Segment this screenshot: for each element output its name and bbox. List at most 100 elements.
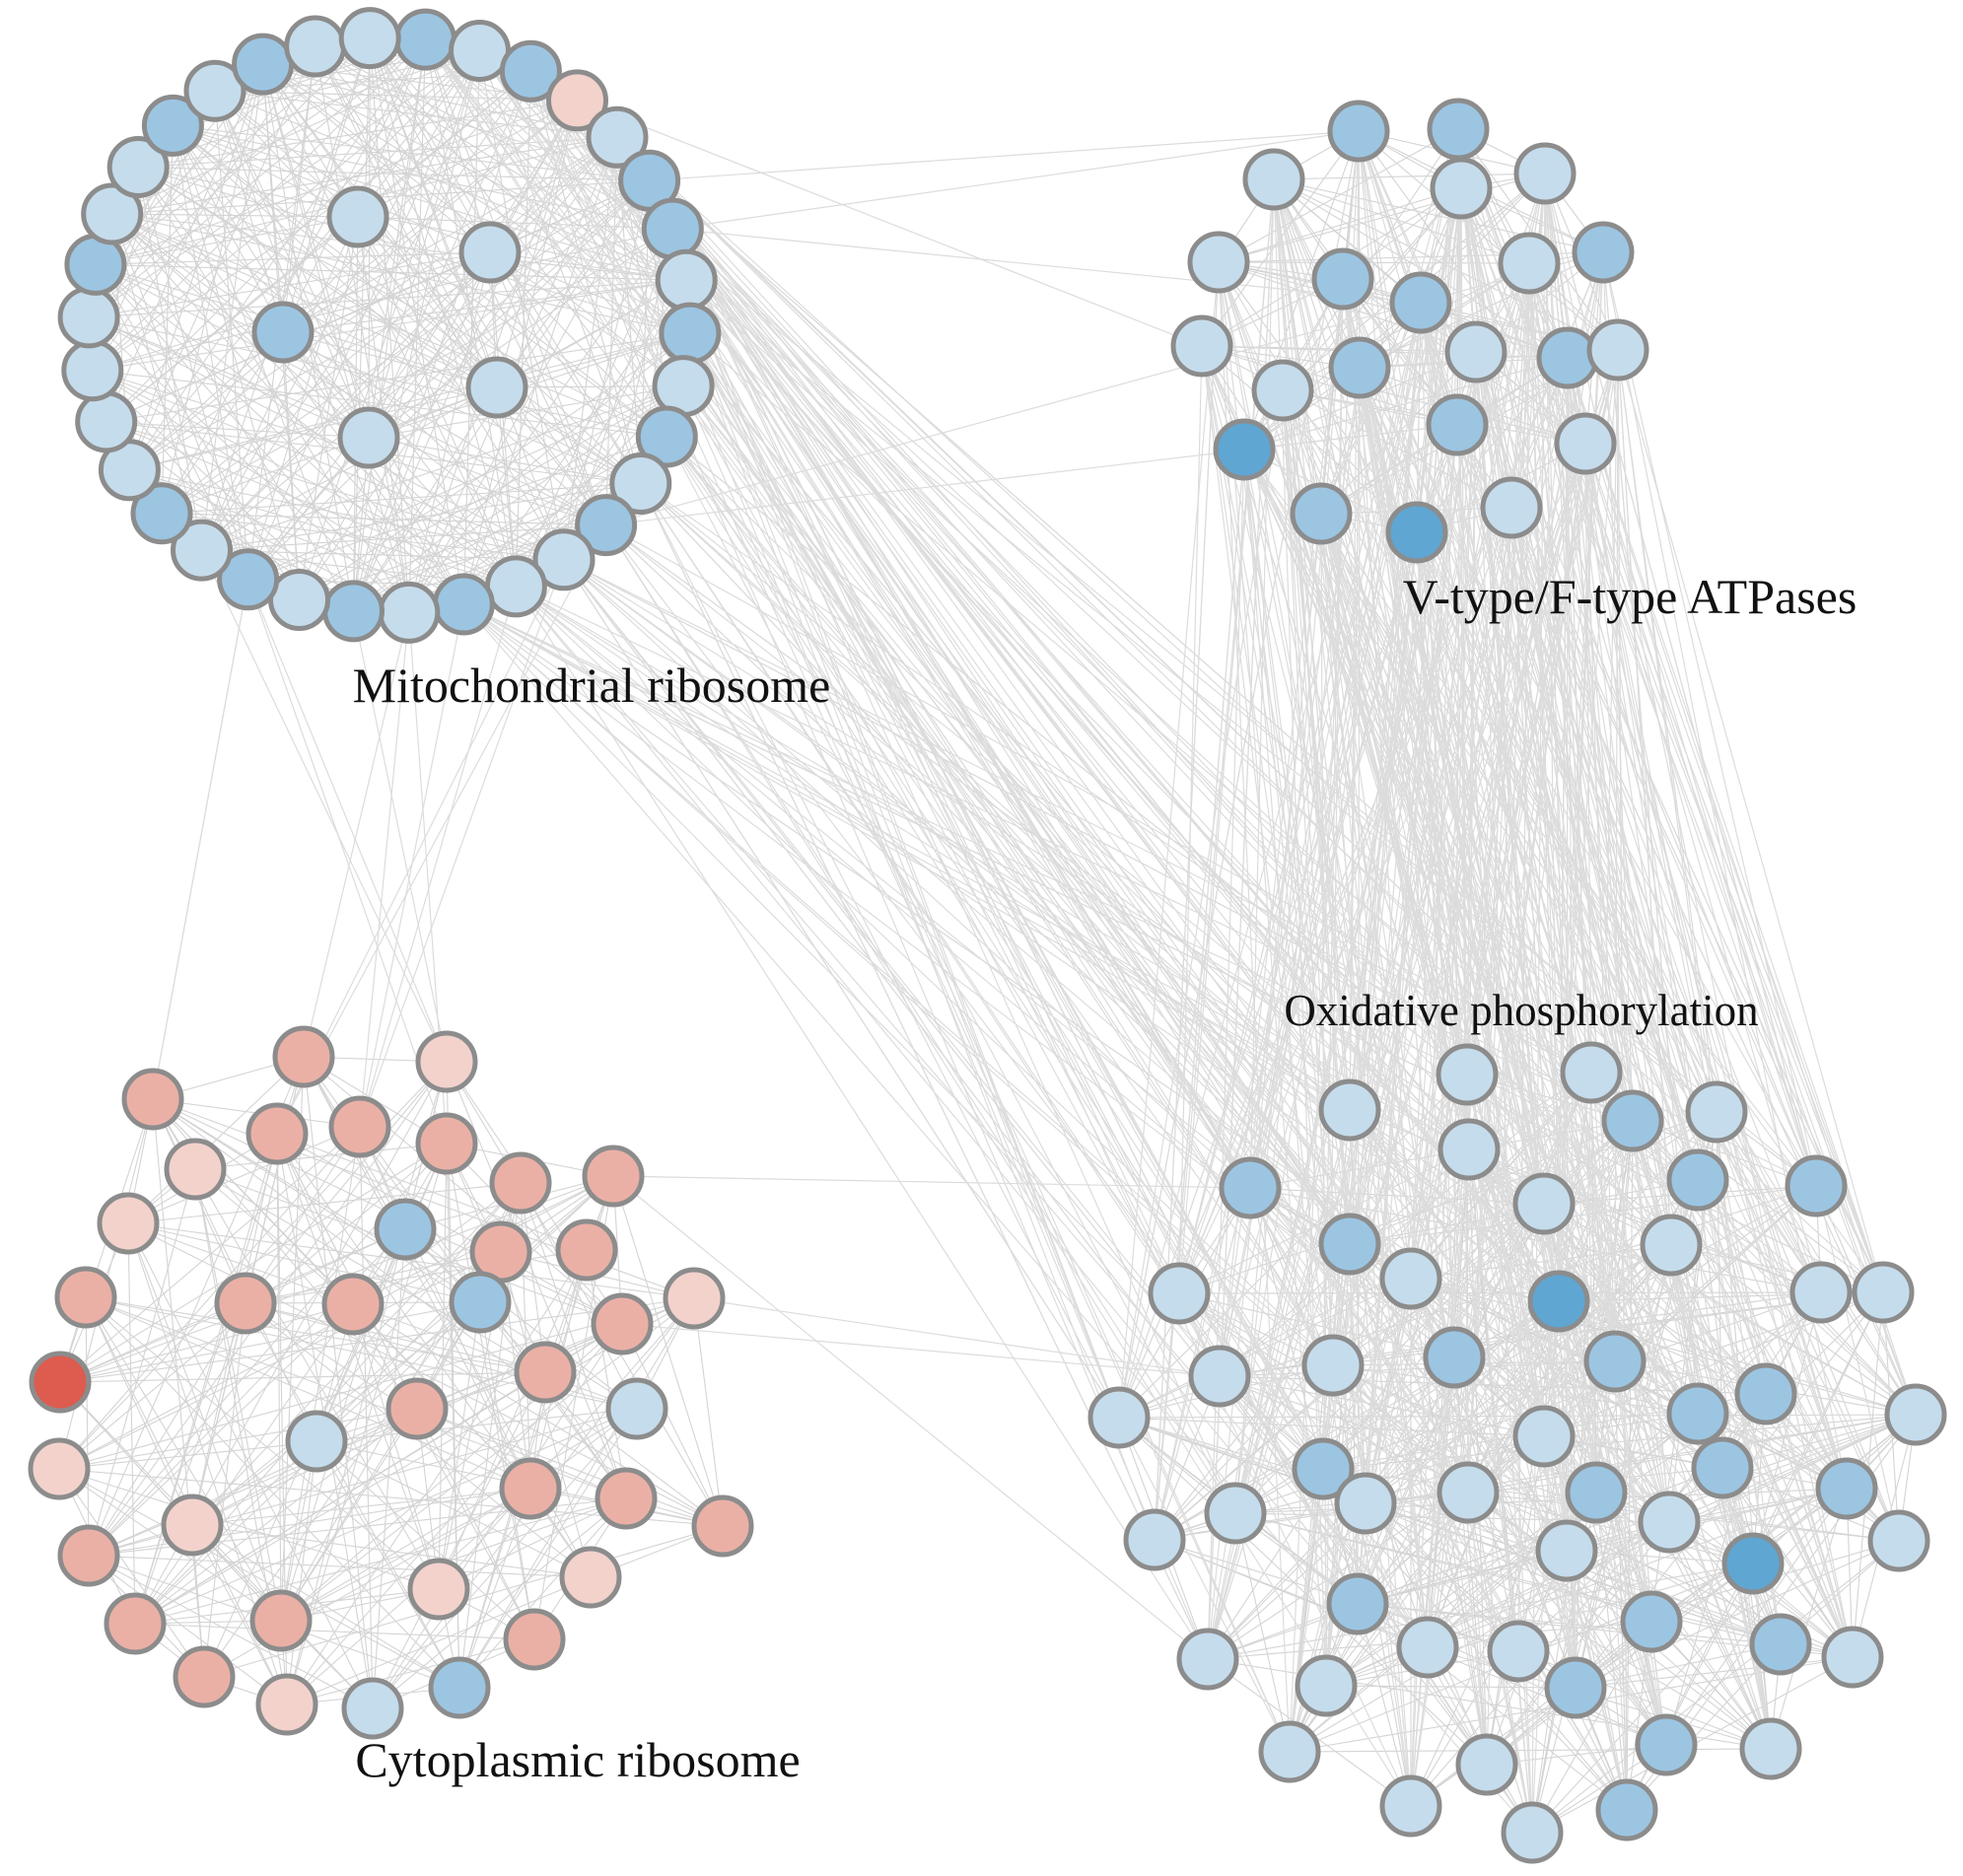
mito-oxphos-edge	[425, 38, 1351, 1245]
mito-ribosome-node	[106, 136, 170, 198]
mito-ribosome-node	[141, 94, 204, 157]
vf-atpase-node	[1327, 100, 1390, 163]
mito-oxphos-edge	[640, 483, 1822, 1293]
mito-edge	[424, 38, 607, 525]
mito-oxphos-edge	[649, 179, 1519, 1652]
cyto-ribosome-node	[328, 1095, 391, 1158]
cyto-edge	[191, 1488, 531, 1526]
mito-oxphos-edge	[605, 524, 1670, 1523]
oxphos-edge	[1118, 1417, 1545, 1437]
cyto-edge	[520, 1182, 546, 1373]
mito-edge	[137, 167, 464, 605]
mito-oxphos-edge	[563, 559, 1900, 1542]
oxphos-edge	[1349, 1243, 1917, 1416]
mito-oxphos-edge	[666, 436, 1334, 1366]
mito-edge	[172, 125, 301, 600]
cyto-oxphos-edge	[621, 1323, 1221, 1377]
vf-oxphos-edge	[1566, 357, 1569, 1552]
mito-edge	[262, 63, 687, 281]
cyto-edge	[152, 1098, 246, 1304]
cyto-edge	[404, 1228, 638, 1410]
mito-edge	[315, 45, 498, 388]
oxphos-edge	[1289, 1748, 1772, 1753]
cyto-edge	[438, 1497, 627, 1590]
cyto-edge	[520, 1182, 638, 1410]
vf-oxphos-edge	[1349, 531, 1418, 1111]
cyto-edge	[416, 1408, 627, 1499]
vf-oxphos-edge	[1467, 507, 1512, 1494]
cyto-edge	[88, 1555, 592, 1578]
mito-edge	[315, 45, 565, 561]
cyto-ribosome-node	[54, 1266, 117, 1329]
mito-edge	[408, 251, 491, 613]
vf-oxphos-edge	[1460, 187, 1917, 1416]
mito-edge	[111, 136, 618, 215]
cyto-ribosome-node	[374, 1198, 437, 1261]
vf-oxphos-edge	[1617, 349, 1884, 1293]
vf-oxphos-edge	[1357, 507, 1512, 1605]
mito-ribosome-node	[171, 519, 233, 582]
vf-oxphos-edge	[1273, 178, 1429, 1648]
cyto-edge	[194, 1143, 448, 1170]
vf-oxphos-edge	[1118, 251, 1604, 1419]
mito-oxphos-edge	[516, 586, 1854, 1658]
cyto-ribosome-node	[272, 1025, 335, 1088]
cyto-edge	[59, 1297, 695, 1383]
vf-oxphos-edge	[1359, 367, 1817, 1187]
mito-cyto-edge	[359, 603, 464, 1128]
oxphos-node	[1544, 1656, 1607, 1719]
cyto-edge	[280, 1408, 638, 1622]
mito-edge	[357, 216, 667, 438]
cyto-edge	[127, 1222, 354, 1305]
mito-oxphos-edge	[462, 603, 1533, 1834]
cyto-edge	[134, 1623, 535, 1640]
mito-edge	[111, 213, 370, 439]
oxphos-edge	[1410, 1074, 1468, 1807]
vf-edge	[1218, 187, 1462, 263]
oxphos-node	[1501, 1801, 1564, 1864]
mito-edge	[298, 216, 359, 600]
cyto-edge	[134, 1371, 546, 1625]
cyto-edge	[58, 1468, 440, 1590]
oxphos-node	[1749, 1613, 1812, 1676]
mito-ribosome-node	[465, 356, 528, 419]
mito-edge	[173, 124, 491, 253]
oxphos-edge	[1410, 1278, 1917, 1416]
vf-atpase-node	[1389, 271, 1452, 334]
vf-oxphos-edge	[1342, 278, 1699, 1181]
cyto-edge	[127, 1182, 522, 1224]
oxphos-node	[1734, 1362, 1797, 1425]
cyto-edge	[58, 1297, 695, 1470]
oxphos-edge	[1575, 1540, 1900, 1689]
mito-edge	[282, 136, 618, 333]
mito-edge	[489, 251, 691, 334]
mito-cyto-edge	[352, 610, 448, 1063]
vf-oxphos-edge	[1282, 389, 1754, 1564]
cyto-edge	[59, 1302, 246, 1383]
cyto-edge	[280, 1301, 481, 1622]
oxphos-node	[1123, 1508, 1186, 1571]
vf-atpase-node	[1426, 393, 1489, 456]
oxphos-edge	[1575, 1643, 1782, 1689]
mito-edge	[88, 316, 370, 439]
vf-edge	[1218, 128, 1459, 263]
oxphos-edge	[1566, 1550, 1782, 1645]
mito-edge	[172, 125, 517, 588]
cyto-edge	[194, 1168, 282, 1622]
cyto-edge	[85, 1296, 282, 1622]
cyto-edge	[59, 1143, 448, 1383]
cyto-edge	[245, 1302, 531, 1490]
mito-edge	[282, 100, 578, 333]
mito-edge	[111, 213, 565, 561]
mito-edge	[368, 179, 650, 439]
vf-oxphos-edge	[1282, 389, 1917, 1416]
cyto-edge	[59, 1301, 481, 1383]
mito-oxphos-edge	[605, 524, 1351, 1111]
oxphos-node	[1815, 1457, 1878, 1520]
vf-oxphos-edge	[1118, 389, 1284, 1419]
oxphos-edge	[1365, 1148, 1470, 1504]
mito-oxphos-edge	[563, 559, 1221, 1377]
cyto-edge	[458, 1488, 531, 1689]
mito-oxphos-edge	[671, 228, 1351, 1111]
